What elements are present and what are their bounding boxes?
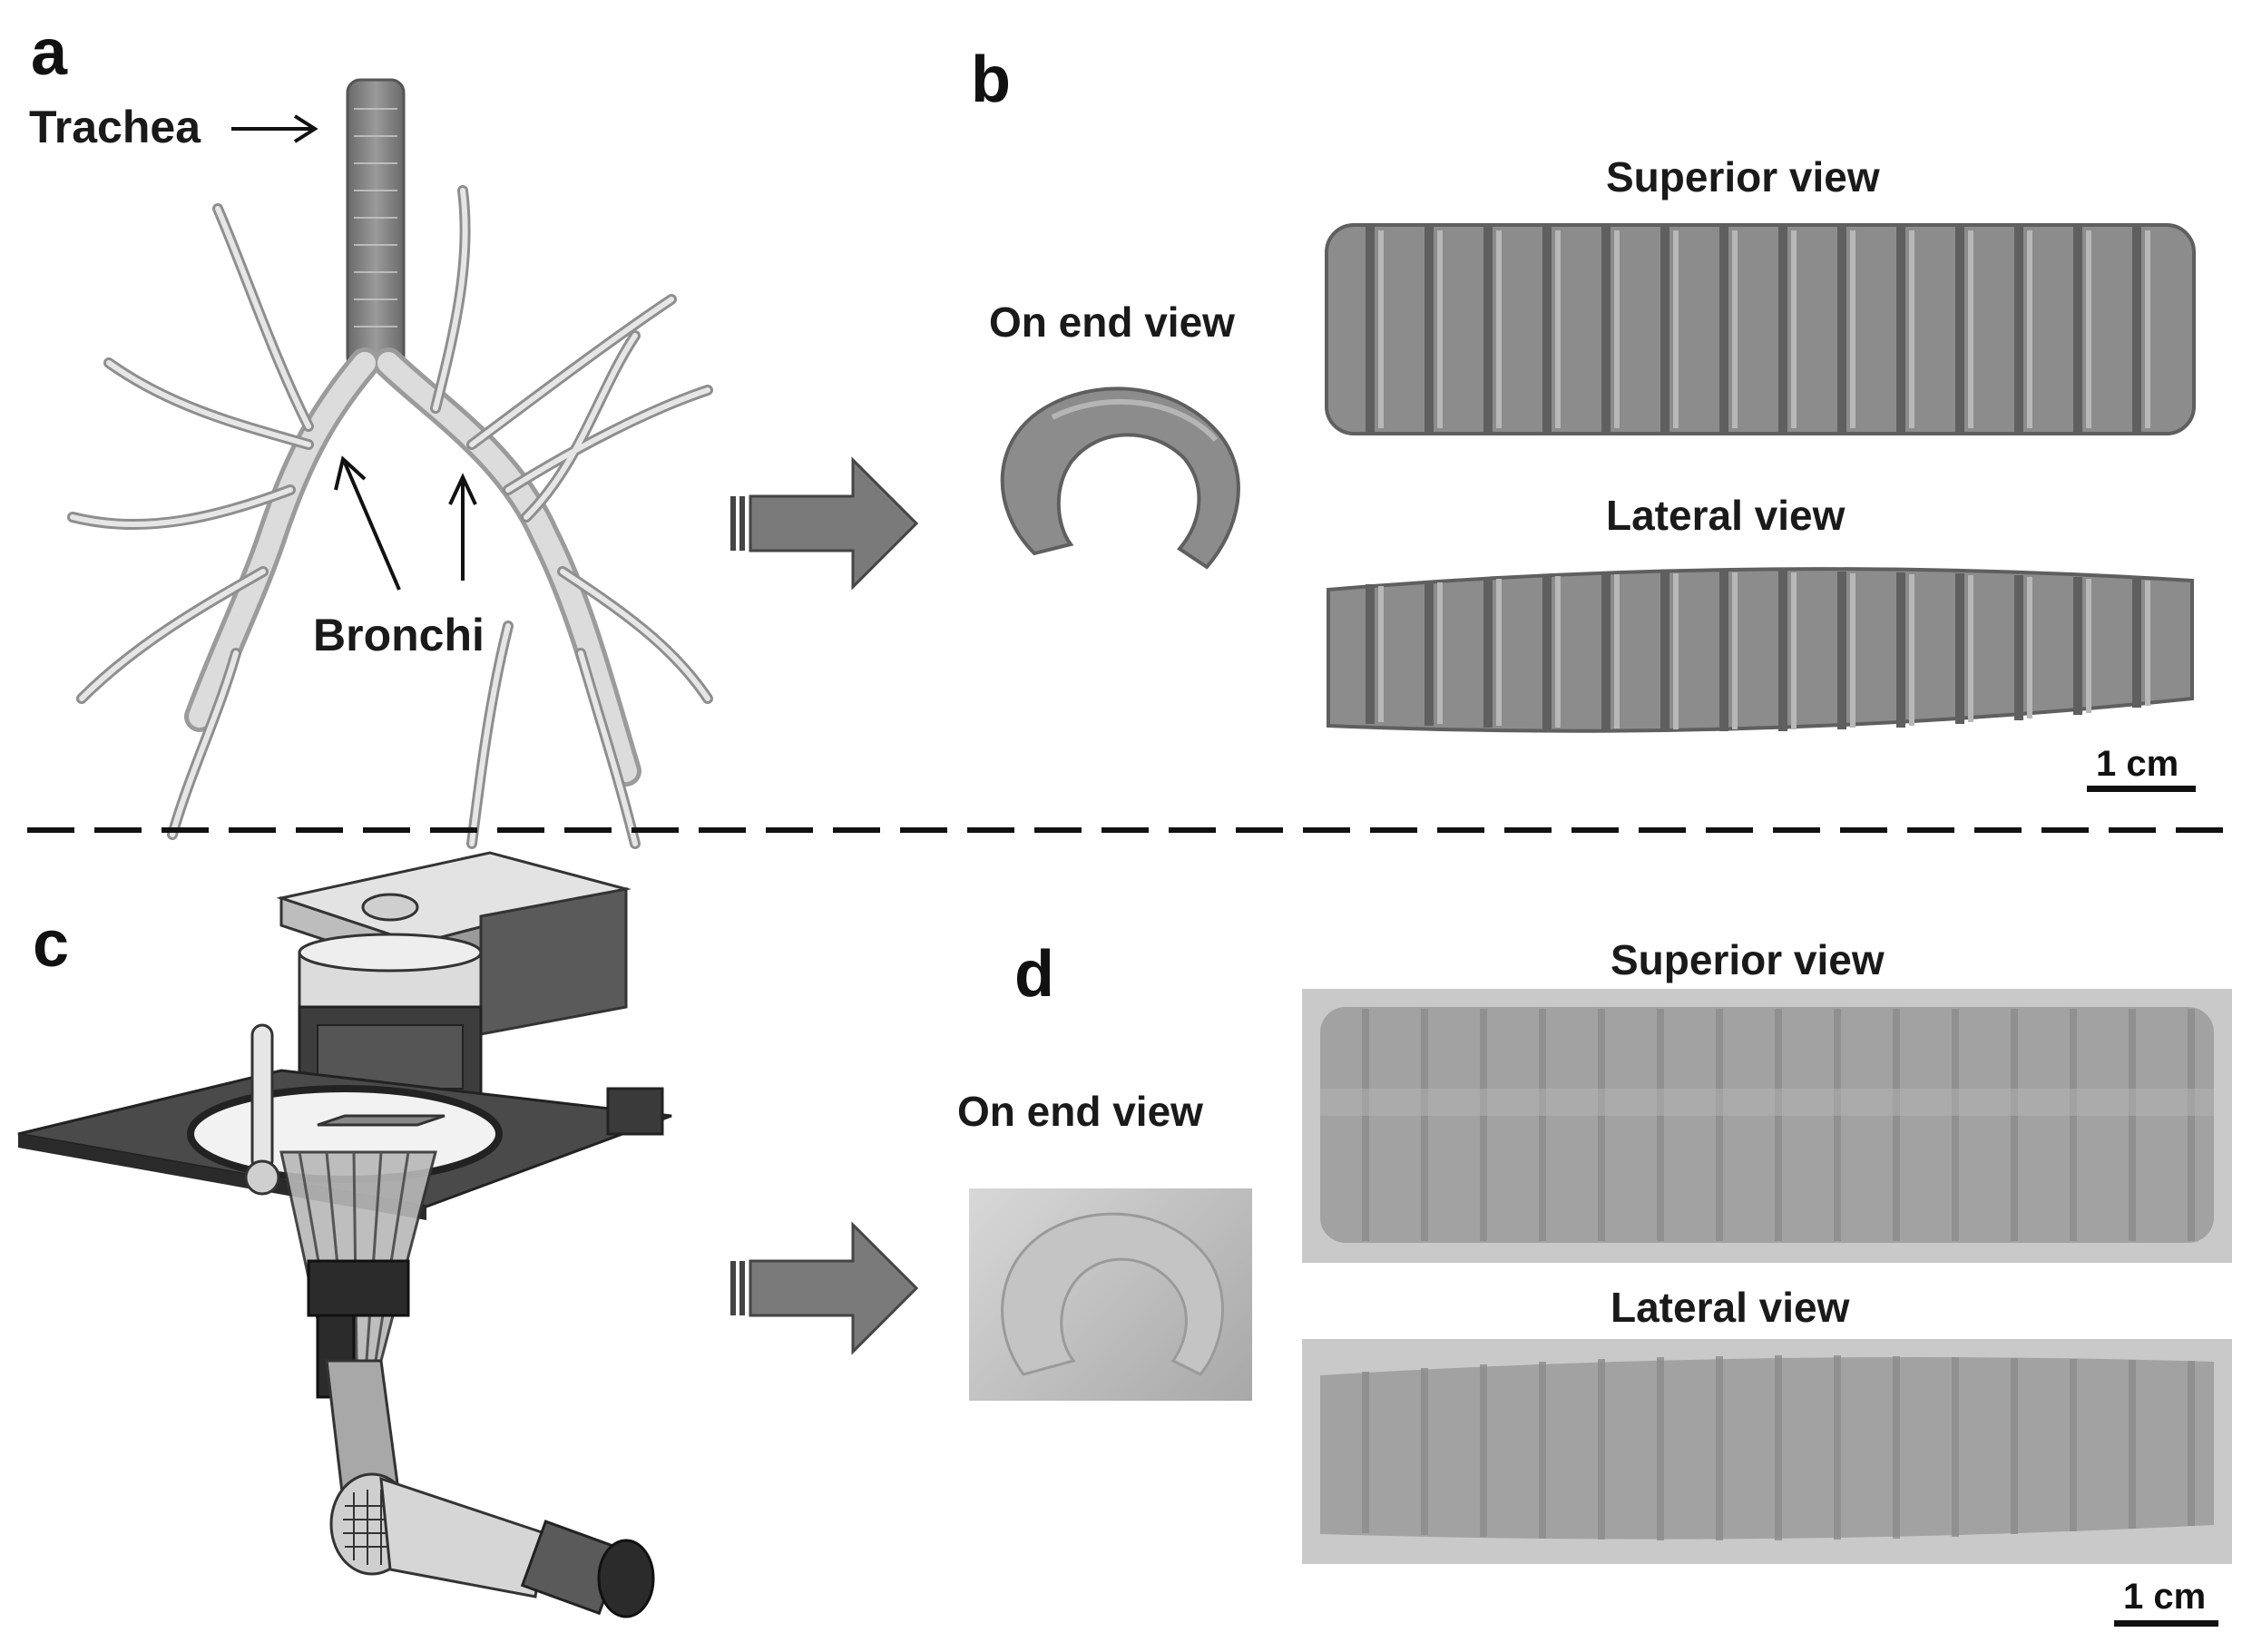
panel-d-on-end-view-photo xyxy=(969,1188,1252,1401)
panel-d-on-end-view-label: On end view xyxy=(957,1088,1203,1135)
process-arrow-bottom xyxy=(730,1221,919,1355)
panel-d-scale-bar xyxy=(2114,1620,2218,1627)
right-block-arrow-icon xyxy=(730,456,919,591)
right-block-arrow-icon xyxy=(730,1221,919,1355)
panel-d-superior-view-photo xyxy=(1302,989,2232,1263)
panel-b-lateral-view-label: Lateral view xyxy=(1606,492,1846,539)
panel-b-superior-view-label: Superior view xyxy=(1606,153,1880,200)
panel-a-letter: a xyxy=(31,16,68,89)
airway-tree-illustration xyxy=(67,78,713,849)
panel-divider-dashed-line xyxy=(27,827,2223,833)
panel-d-lateral-view-label: Lateral view xyxy=(1611,1284,1850,1331)
bioprinter-apparatus-illustration xyxy=(17,851,672,1618)
trachea-label: Trachea xyxy=(29,102,201,152)
panel-b-superior-view-model xyxy=(1325,223,2196,435)
panel-b-lateral-view-model xyxy=(1327,567,2194,733)
thermometer-icon xyxy=(244,1023,280,1196)
panel-d-scale-label: 1 cm xyxy=(2123,1577,2207,1617)
panel-d-lateral-view-photo xyxy=(1302,1339,2232,1564)
trachea-pointer-arrow xyxy=(231,114,318,143)
panel-d-superior-view-label: Superior view xyxy=(1611,936,1885,983)
panel-b-on-end-view-model xyxy=(1000,386,1240,570)
panel-c-letter: c xyxy=(33,908,70,981)
process-arrow-top xyxy=(730,456,919,591)
panel-b-on-end-view-label: On end view xyxy=(989,298,1235,346)
panel-b-scale-label: 1 cm xyxy=(2096,744,2179,784)
panel-d-letter: d xyxy=(1014,938,1054,1011)
panel-b-scale-bar xyxy=(2087,786,2196,792)
bronchi-label: Bronchi xyxy=(313,610,485,660)
panel-b-letter: b xyxy=(971,44,1011,116)
